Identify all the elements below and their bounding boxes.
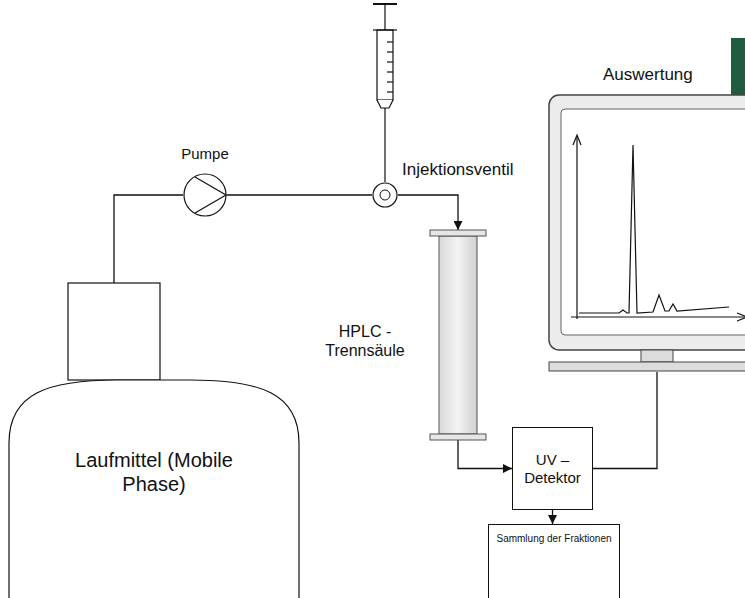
flow-line [114,195,183,283]
node-label: Sammlung der Fraktionen [490,525,617,545]
flow-line [227,194,372,195]
solvent-tank-outline [8,283,300,598]
flow-line [398,195,458,230]
uv-detector: UV – Detektor [512,427,593,510]
node-label: HPLC - Trennsäule [320,322,410,360]
node-label: Auswertung [603,65,693,85]
fraction-collector: Sammlung der Fraktionen [488,524,620,598]
node-label: Laufmittel (Mobile Phase) [64,448,244,496]
pump-symbol: Pumpe [183,173,227,217]
node-label: Pumpe [181,145,229,163]
injection-valve: Injektionsventil [372,182,398,208]
monitor: Auswertung [549,95,745,372]
node-label: Injektionsventil [402,160,514,180]
syringe [373,4,397,182]
injection-valve-outline [372,182,398,208]
hplc-column: HPLC - Trennsäule [430,230,486,440]
flow-line [458,440,512,469]
solvent-tank: Laufmittel (Mobile Phase) [8,283,300,598]
pump-symbol-outline [183,173,227,217]
flow-line [552,510,553,524]
node-label: UV – Detektor [513,451,592,487]
monitor-outline [549,95,745,372]
hplc-column-outline [430,230,486,440]
flow-line [593,372,657,469]
